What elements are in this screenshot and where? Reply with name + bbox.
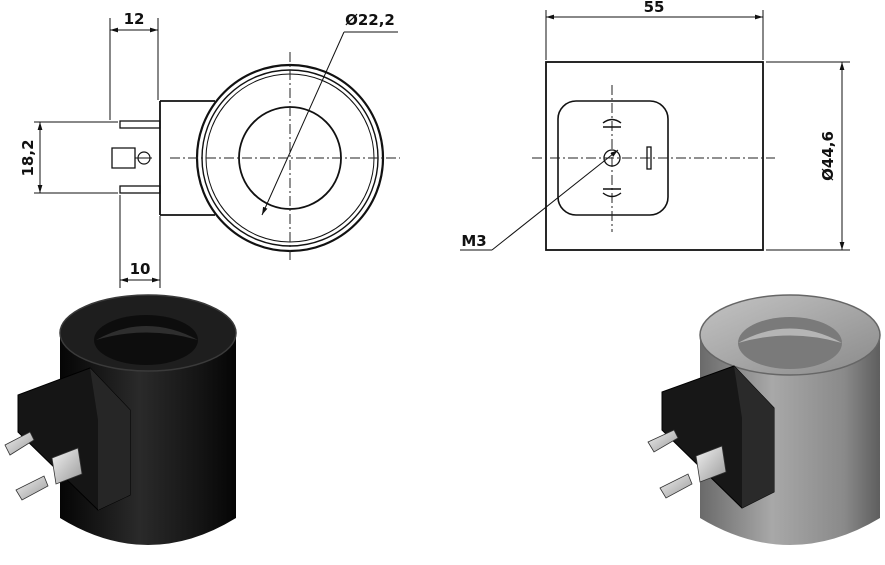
pin-slot-bottom	[602, 188, 622, 198]
grey-pin-2	[695, 445, 727, 483]
coil-bore-circle	[238, 106, 342, 210]
grey-coil-render	[647, 294, 881, 545]
thread-m3-label: M3	[461, 232, 486, 250]
pin-top	[119, 120, 161, 129]
dim-diameter-22-2-label: Ø22,2	[345, 11, 395, 29]
black-pin-2	[51, 447, 83, 485]
grey-coil-bore	[738, 317, 842, 369]
pin-ground	[111, 147, 136, 169]
black-pin-3	[15, 475, 49, 501]
dim-12-label: 12	[124, 10, 145, 28]
dim-diameter-44-6-label: Ø44,6	[819, 131, 837, 181]
black-pin-1	[4, 431, 35, 456]
grey-pin-1	[647, 429, 679, 453]
grey-pin-3	[659, 473, 693, 499]
pin-slot-top	[602, 118, 622, 128]
front-view: 12 18,2 10 Ø22,2	[19, 10, 400, 288]
side-view: 55 Ø44,6 M3	[460, 0, 850, 251]
black-coil-bore	[94, 315, 198, 365]
pin-bottom	[119, 185, 161, 194]
dim-18-2-label: 18,2	[19, 139, 37, 176]
connector-housing	[159, 100, 215, 216]
pin-slot-side	[646, 146, 652, 170]
coil-body-side	[545, 61, 764, 251]
dim-10-label: 10	[130, 260, 151, 278]
dim-55-label: 55	[644, 0, 665, 16]
black-coil-render	[4, 294, 237, 545]
